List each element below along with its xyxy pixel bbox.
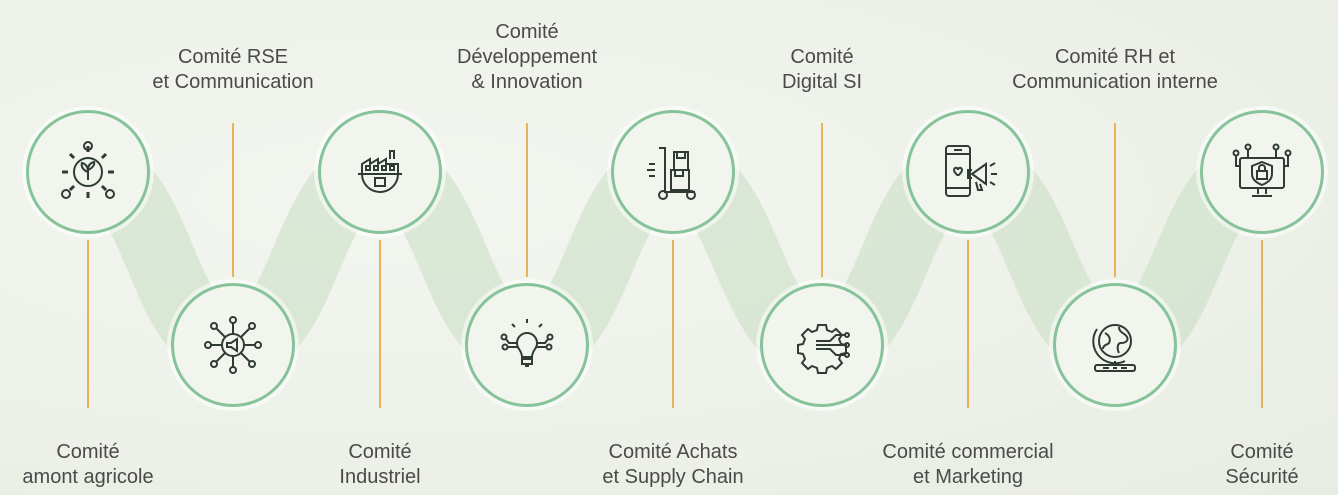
monitor-shield-lock-icon bbox=[1232, 143, 1292, 197]
committee-node bbox=[171, 283, 295, 407]
hand-truck-boxes-icon bbox=[647, 147, 696, 200]
committee-node bbox=[318, 110, 442, 234]
committee-node bbox=[1200, 110, 1324, 234]
committee-label-line: Comité bbox=[790, 46, 854, 68]
committee-label-line: Industriel bbox=[339, 466, 421, 488]
committee-node bbox=[26, 110, 150, 234]
committee-label-line: et Supply Chain bbox=[602, 466, 744, 488]
committee-node bbox=[611, 110, 735, 234]
committee-label: Comité commercial et Marketing bbox=[882, 440, 1053, 490]
committee-label-line: Communication interne bbox=[1012, 71, 1218, 93]
committee-node bbox=[1053, 283, 1177, 407]
committee-label-line: Développement bbox=[456, 46, 598, 68]
committee-label-line: Comité bbox=[1230, 441, 1294, 463]
committee-label: Comité amont agricole bbox=[22, 440, 153, 490]
connector-stem bbox=[967, 240, 969, 408]
connector-stem bbox=[1114, 123, 1116, 277]
committee-label-line: Comité RSE bbox=[177, 46, 289, 68]
globe-network-icon bbox=[1092, 324, 1136, 372]
committee-label-line: & Innovation bbox=[471, 71, 583, 93]
digital-gear-circuit-icon bbox=[797, 324, 850, 374]
committee-label-line: Comité Achats bbox=[608, 441, 738, 463]
committee-label-line: Comité bbox=[495, 21, 559, 43]
committee-label: Comité RSE et Communication bbox=[152, 45, 313, 95]
committee-label: Comité Achats et Supply Chain bbox=[602, 440, 743, 490]
connector-stem bbox=[526, 123, 528, 277]
committee-label-line: Sécurité bbox=[1225, 466, 1299, 488]
committee-label-line: Comité commercial bbox=[882, 441, 1054, 463]
connector-stem bbox=[672, 240, 674, 408]
connector-stem bbox=[87, 240, 89, 408]
connector-stem bbox=[1261, 240, 1263, 408]
committee-label-line: Comité bbox=[348, 441, 412, 463]
phone-megaphone-icon bbox=[945, 145, 997, 197]
committee-node bbox=[760, 283, 884, 407]
plant-gear-people-icon bbox=[61, 141, 115, 199]
committee-label-line: Comité bbox=[56, 441, 120, 463]
committee-label-line: et Communication bbox=[152, 71, 314, 93]
connector-stem bbox=[821, 123, 823, 277]
committee-label-line: et Marketing bbox=[912, 466, 1024, 488]
lightbulb-circuit-icon bbox=[500, 319, 554, 367]
committee-node bbox=[906, 110, 1030, 234]
connector-stem bbox=[232, 123, 234, 277]
factory-gear-icon bbox=[358, 150, 402, 193]
committee-node bbox=[465, 283, 589, 407]
committee-label: Comité RH et Communication interne bbox=[1012, 45, 1218, 95]
committee-label-line: Digital SI bbox=[781, 71, 863, 93]
network-megaphone-icon bbox=[204, 316, 262, 374]
committee-label-line: amont agricole bbox=[22, 466, 154, 488]
connector-stem bbox=[379, 240, 381, 408]
committee-label-line: Comité RH et bbox=[1054, 46, 1176, 68]
